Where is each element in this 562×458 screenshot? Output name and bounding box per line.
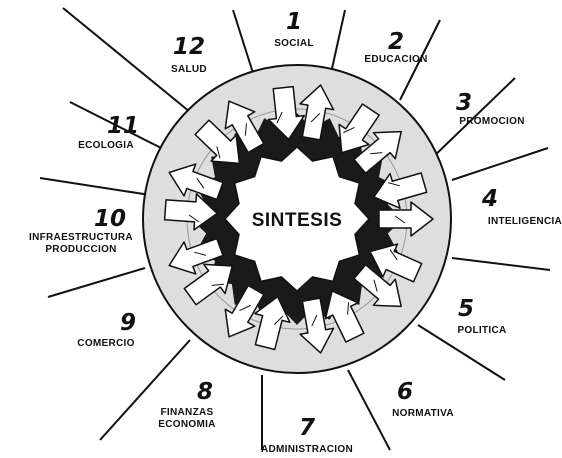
sector-label: EDUCACION xyxy=(364,54,427,65)
spoke-line xyxy=(48,268,145,297)
sector-label: COMERCIO xyxy=(77,338,134,349)
sector-label: INFRAESTRUCTURA xyxy=(29,232,133,243)
sector-label: NORMATIVA xyxy=(392,408,454,419)
sector-label: POLITICA xyxy=(457,325,506,336)
center-label: SINTESIS xyxy=(252,210,343,231)
sector-number: 8 xyxy=(197,379,213,405)
sector-number: 1 xyxy=(286,9,302,35)
spoke-line xyxy=(452,148,548,180)
sector-number: 4 xyxy=(481,186,498,212)
sector-label: PROMOCION xyxy=(459,116,524,127)
sector-number: 9 xyxy=(120,310,136,336)
sector-label: SALUD xyxy=(171,64,207,75)
sector-number: 10 xyxy=(94,206,126,232)
spoke-line xyxy=(452,258,550,270)
spoke-line xyxy=(40,178,150,195)
sector-label: PRODUCCION xyxy=(45,244,116,255)
sector-label: ADMINISTRACION xyxy=(261,444,353,455)
sector-number: 12 xyxy=(173,34,205,60)
spoke-line xyxy=(331,10,345,73)
sector-number: 7 xyxy=(299,415,315,441)
sector-label: FINANZAS xyxy=(161,407,214,418)
spoke-line xyxy=(233,10,253,73)
sector-number: 2 xyxy=(388,29,404,55)
sector-label: ECONOMIA xyxy=(158,419,215,430)
spoke-line xyxy=(348,370,390,450)
sector-number: 3 xyxy=(456,90,472,116)
sector-number: 5 xyxy=(458,296,474,322)
sector-label: ECOLOGIA xyxy=(78,140,134,151)
sector-label: INTELIGENCIA xyxy=(488,216,562,227)
sector-number: 11 xyxy=(107,113,139,139)
sector-number: 6 xyxy=(397,379,413,405)
spoke-line xyxy=(63,8,190,112)
sector-label: SOCIAL xyxy=(274,38,314,49)
